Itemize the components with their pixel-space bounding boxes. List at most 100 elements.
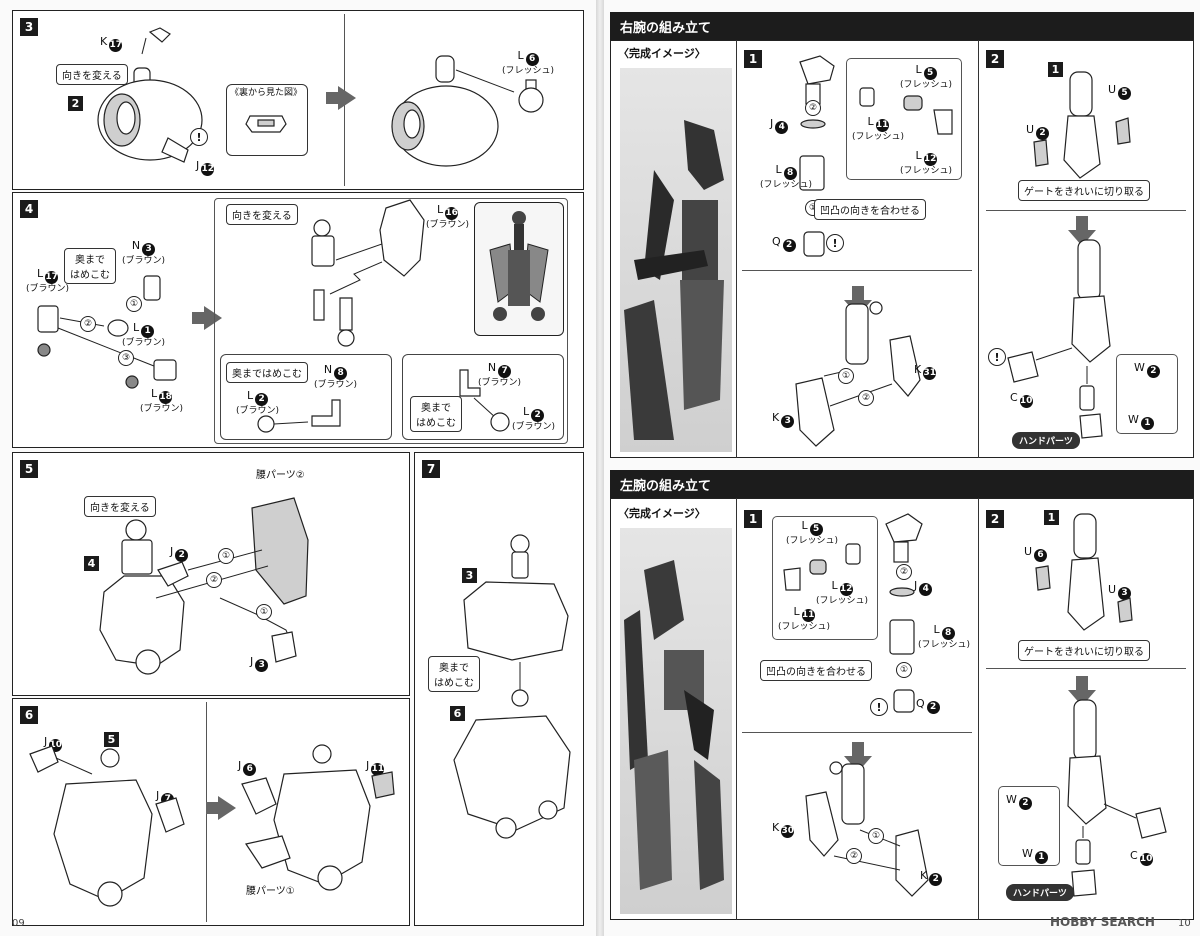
watermark: HOBBY SEARCH [1050,915,1155,929]
order-3-marker: ③ [118,350,134,366]
n7-parts [459,369,510,432]
back-view-label: 《裏から見た図》 [230,88,303,98]
caution-icon: ! [826,234,844,252]
ref-step-4: 4 [84,556,99,571]
la-wrist-callout [998,786,1060,866]
ra-align-note: 凹凸の向きを合わせる [814,199,926,220]
ra-upper-arm-parts [799,55,835,257]
figure-photo-art [624,120,724,440]
leg-joint-parts [37,275,177,389]
right-hand-callout [846,58,962,180]
ra-wrist-callout [1116,354,1178,434]
la-s1-divider [742,732,972,733]
page-gutter [596,0,604,936]
order-1-marker: ① [838,368,854,384]
caution-icon: ! [190,128,208,146]
caution-icon: ! [988,348,1006,366]
order-2-marker: ② [805,100,821,116]
ref-step-5: 5 [104,732,119,747]
la-align-note: 凹凸の向きを合わせる [760,660,872,681]
waist-assembly [99,497,309,675]
right-arm-col-divider-2 [978,40,979,458]
left-arm-col-divider [736,498,737,920]
push-all-way-box: 奥まではめこむ [226,362,308,383]
turn-direction-box: 向きを変える [56,64,128,85]
hip-inset-art [489,211,549,321]
la-upper-arm-parts [885,513,923,713]
push-all-way-box: 奥まではめこむ [428,656,480,692]
left-arm-col-divider-2 [978,498,979,920]
ra-arm-assembly [1033,71,1131,179]
ref-step-6: 6 [450,706,465,721]
la-hand-parts [783,543,861,591]
step-7-number: 7 [422,460,440,478]
order-2-marker: ② [858,390,874,406]
caution-icon: ! [870,698,888,716]
order-1-marker: ① [256,604,272,620]
la-s2-divider [986,668,1186,669]
left-arm-image-title: 〈完成イメージ〉 [618,507,706,520]
ref-step-3: 3 [462,568,477,583]
page-number-right: 10 [1178,918,1191,929]
order-2-marker: ② [846,848,862,864]
waist-skirt-assembly-2 [241,744,395,891]
left-arm-step-2: 2 [986,510,1004,528]
left-arm-header: 左腕の組み立て [610,470,1194,498]
ra-hand-parts-tag: ハンドパーツ [1012,432,1080,449]
ra-forearm-assembly [795,301,921,447]
right-arm-col-divider [736,40,737,458]
turn-direction-box: 向きを変える [226,204,298,225]
step-3-number: 3 [20,18,38,36]
ra-arm-result [1007,239,1111,439]
step-arrow [192,306,222,330]
la-gate-note: ゲートをきれいに切り取る [1018,640,1150,661]
page-number-left: 09 [12,918,25,929]
step-arrow [206,796,236,820]
ra-gate-note: ゲートをきれいに切り取る [1018,180,1150,201]
order-2-marker: ② [206,572,222,588]
right-arm-step-1: 1 [744,50,762,68]
la-arm-assembly [1035,513,1133,631]
la-forearm-assembly [805,761,929,897]
joint-ball [518,79,544,113]
step-4-detail-frame [214,198,568,444]
left-arm-step-1: 1 [744,510,762,528]
right-arm-image-title: 〈完成イメージ〉 [618,47,706,60]
order-1-marker: ① [218,548,234,564]
full-torso-assembly [453,534,571,839]
back-view-part [245,115,287,133]
figure-photo-art-2 [624,560,724,890]
ra-s2-divider [986,210,1186,211]
waist-part-1-label: 腰パーツ① [246,886,295,897]
hip-frame-parts [311,199,425,347]
ra-s1-divider [742,270,972,271]
